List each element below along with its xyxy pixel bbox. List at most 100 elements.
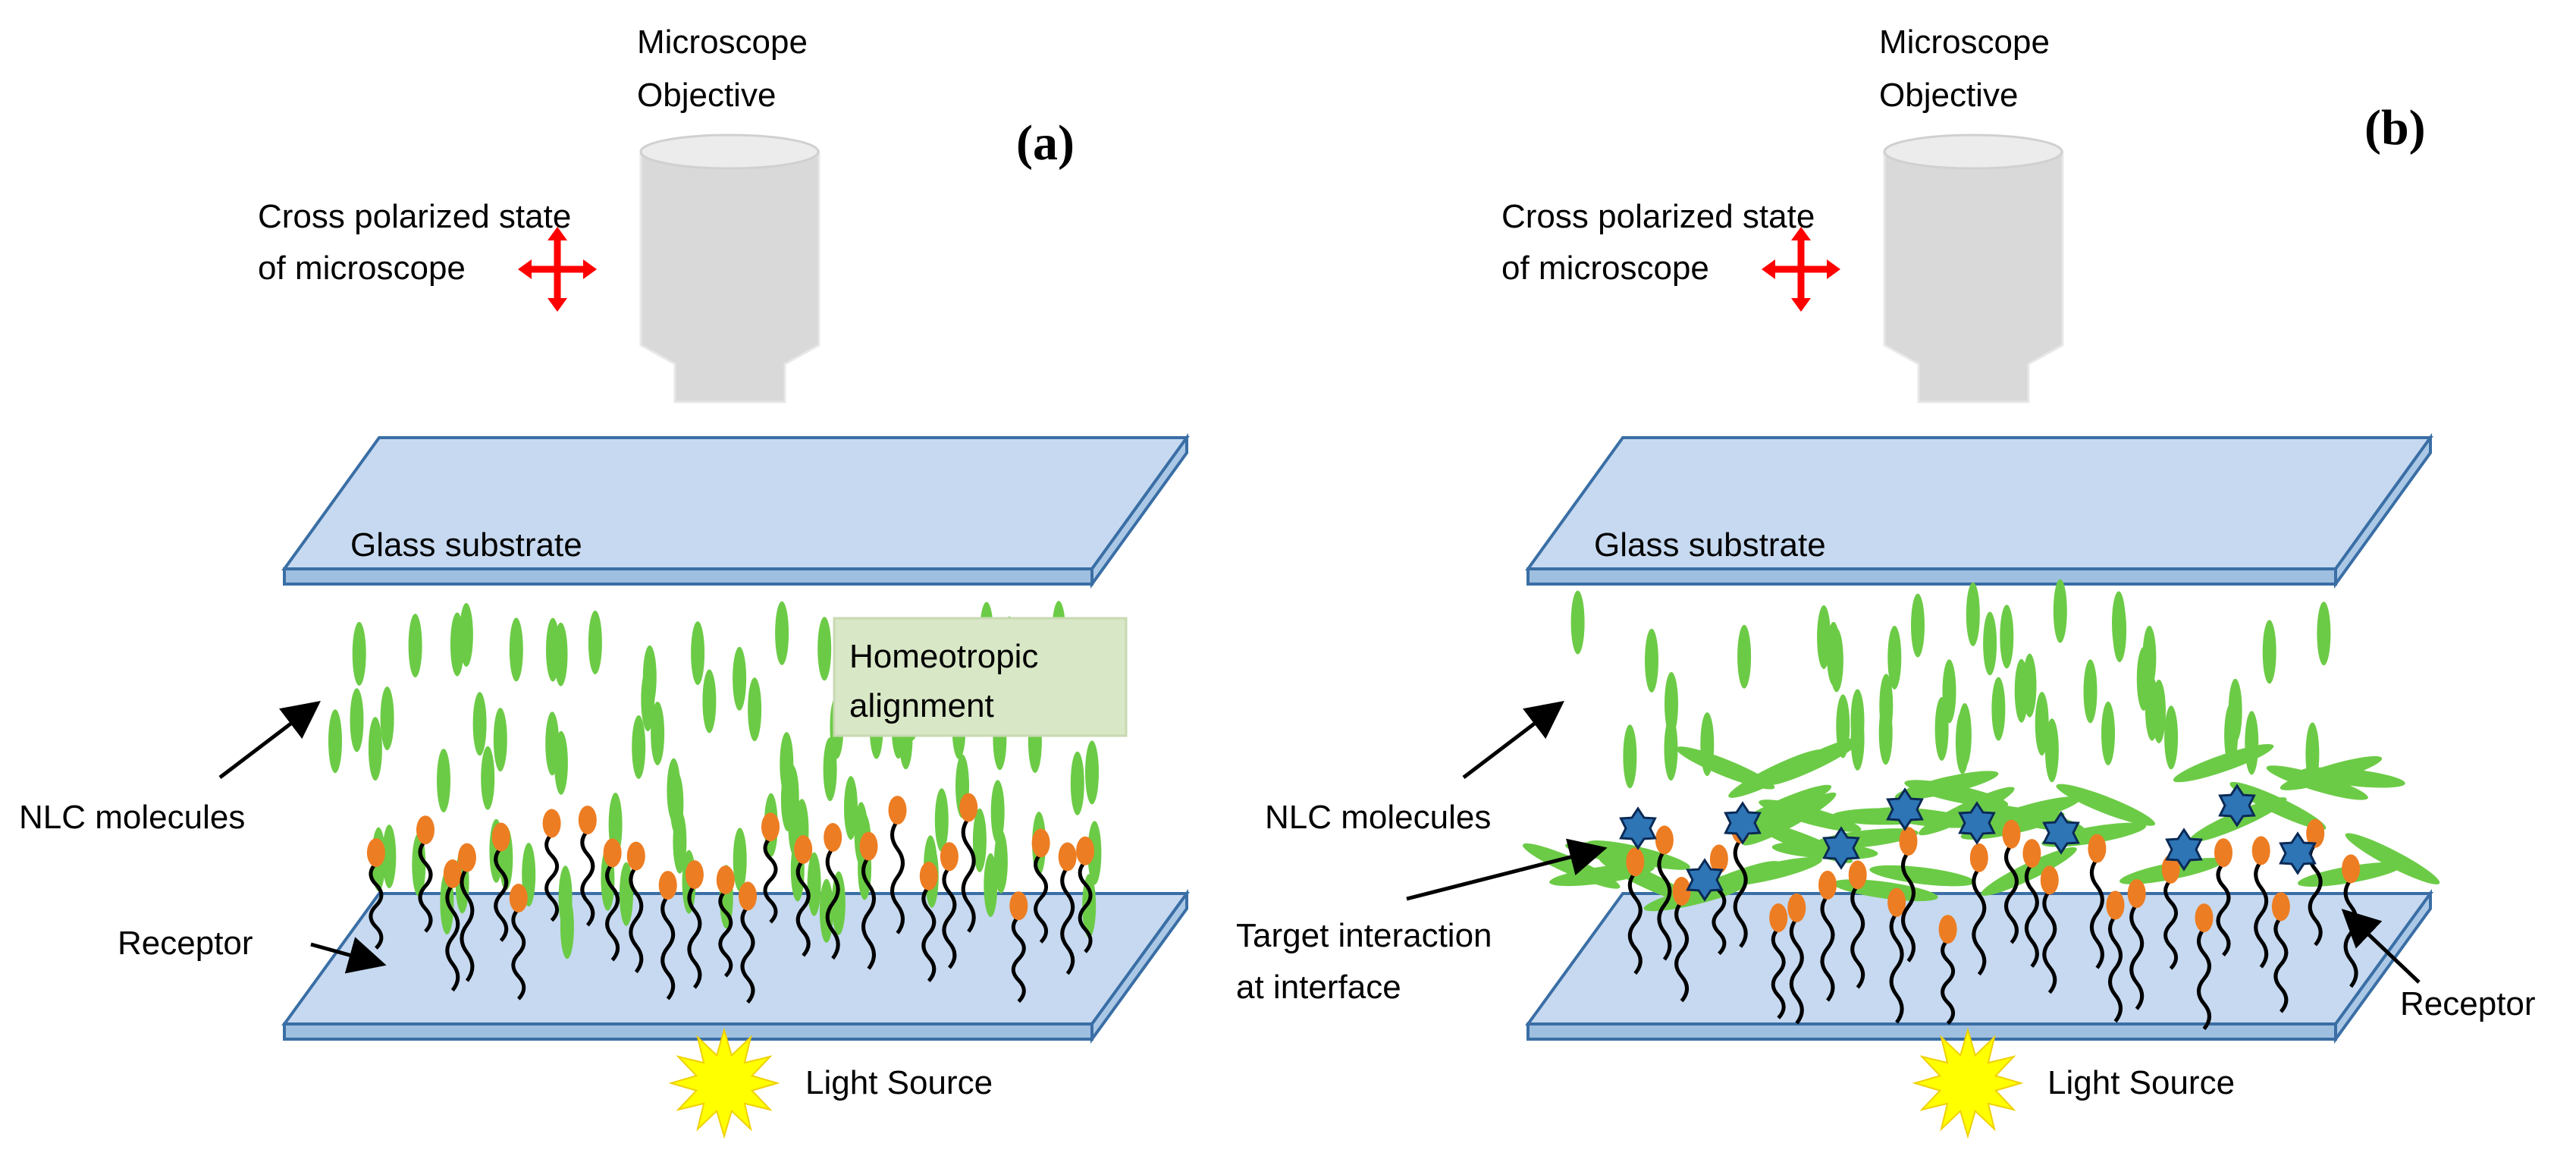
nlc-molecule bbox=[733, 646, 747, 711]
receptor-label-a: Receptor bbox=[118, 925, 253, 962]
nlc-molecule bbox=[993, 829, 1008, 894]
nlc-label-b: NLC molecules bbox=[1265, 799, 1491, 836]
nlc-molecule bbox=[817, 617, 832, 681]
receptor-tail bbox=[2024, 862, 2039, 968]
objective-label-b-line1: Microscope bbox=[1879, 24, 2050, 61]
receptor-head bbox=[685, 860, 704, 890]
nlc-molecule bbox=[437, 749, 450, 813]
receptor-tail bbox=[795, 859, 811, 957]
receptor-head bbox=[416, 815, 435, 845]
nlc-molecule bbox=[1623, 724, 1637, 789]
receptor-head bbox=[578, 806, 597, 835]
panel-label-a: (a) bbox=[1016, 115, 1075, 171]
receptor-head bbox=[491, 822, 510, 852]
nlc-molecule bbox=[2152, 680, 2166, 743]
receptor-tail bbox=[942, 865, 957, 969]
receptor-tail bbox=[1972, 867, 1987, 976]
receptor-head bbox=[1818, 870, 1837, 900]
nlc-molecule bbox=[748, 677, 762, 742]
nlc-molecule bbox=[2044, 718, 2059, 783]
receptor-tail bbox=[2197, 927, 2211, 1031]
target-star-icon bbox=[1686, 858, 1724, 902]
panel-b: (b) Microscope Objective Cross polarized… bbox=[1236, 24, 2536, 1139]
receptor-head bbox=[1076, 836, 1095, 865]
receptor-tail bbox=[1011, 915, 1026, 1004]
receptor-head bbox=[1787, 893, 1806, 922]
receptor-tail bbox=[1820, 894, 1835, 1002]
objective-label-b-line2: Objective bbox=[1879, 77, 2018, 114]
top-glass-label-b: Glass substrate bbox=[1594, 526, 1826, 564]
nlc-molecule bbox=[2083, 659, 2098, 724]
receptors-b bbox=[1626, 815, 2361, 1031]
receptor-head bbox=[2161, 854, 2180, 884]
nlc-molecule bbox=[984, 853, 998, 917]
receptor-tail bbox=[2108, 914, 2123, 1023]
nlc-molecule bbox=[352, 621, 366, 686]
homeotropic-callout-box bbox=[833, 617, 1128, 737]
receptors-a bbox=[366, 793, 1095, 1004]
nlc-molecule bbox=[2113, 598, 2127, 662]
nlc-molecule bbox=[1887, 626, 1902, 689]
receptor-tail bbox=[580, 829, 595, 927]
receptor-tail bbox=[961, 817, 976, 933]
receptor-head bbox=[1709, 844, 1728, 874]
top-glass-label-a: Glass substrate bbox=[350, 526, 582, 564]
receptor-tail bbox=[369, 862, 384, 950]
nlc-molecule bbox=[667, 758, 681, 822]
nlc-molecule bbox=[1966, 582, 1980, 646]
receptor-head bbox=[658, 871, 677, 900]
receptor-tail bbox=[763, 836, 778, 924]
receptor-head bbox=[1899, 827, 1918, 856]
receptor-head bbox=[2214, 838, 2232, 868]
light-source-icon bbox=[1912, 1027, 2024, 1139]
objective-label-a-line2: Objective bbox=[637, 77, 776, 114]
receptor-head bbox=[888, 796, 907, 825]
nlc-molecule bbox=[1869, 865, 1975, 887]
receptor-head bbox=[761, 812, 780, 842]
receptor-head bbox=[1626, 847, 1645, 877]
receptor-head bbox=[509, 884, 528, 912]
nlc-molecule bbox=[1070, 751, 1084, 815]
nlc-molecule bbox=[2164, 705, 2179, 770]
nlc-molecule bbox=[641, 667, 655, 732]
receptor-tail bbox=[1771, 927, 1786, 1019]
nlc-molecule bbox=[545, 711, 560, 776]
polarizer-label-b-line1: Cross polarized state bbox=[1501, 198, 1815, 235]
receptor-head bbox=[1938, 915, 1957, 944]
receptor-head bbox=[2022, 839, 2041, 868]
nlc-molecule bbox=[819, 878, 833, 943]
nlc-molecule bbox=[632, 715, 646, 779]
receptor-tail bbox=[1034, 852, 1049, 944]
receptor-head bbox=[2040, 865, 2059, 895]
panel-a: (a) Microscope Objective Cross polarized… bbox=[19, 24, 1190, 1139]
receptor-tail bbox=[544, 832, 560, 922]
target-star-icon bbox=[2279, 831, 2317, 875]
receptor-head bbox=[2342, 854, 2361, 884]
target-star-icon bbox=[1958, 801, 1996, 845]
nlc-label-a: NLC molecules bbox=[19, 799, 245, 836]
receptor-tail bbox=[1889, 912, 1904, 1024]
nlc-molecule bbox=[807, 852, 821, 916]
receptor-tail bbox=[2216, 862, 2231, 956]
nlc-molecule bbox=[673, 809, 687, 874]
nlc-molecule bbox=[691, 621, 705, 686]
receptor-tail bbox=[445, 883, 460, 992]
nlc-molecule bbox=[2101, 701, 2115, 765]
receptor-head bbox=[1031, 828, 1050, 858]
receptor-tail bbox=[460, 867, 475, 982]
nlc-molecule bbox=[1879, 674, 1894, 738]
nlc-molecule bbox=[1082, 874, 1097, 938]
receptor-head bbox=[1009, 891, 1028, 921]
target-star-icon bbox=[1886, 787, 1924, 831]
nlc-molecule bbox=[2345, 833, 2440, 884]
target-label-b-line2: at interface bbox=[1236, 969, 1401, 1006]
light-source-label-b: Light Source bbox=[2047, 1064, 2235, 1101]
nlc-molecule bbox=[1957, 703, 1972, 767]
nlc-molecule bbox=[1664, 717, 1678, 781]
nlc-molecule bbox=[1665, 672, 1678, 736]
nlc-molecule bbox=[560, 895, 574, 960]
receptor-tail bbox=[687, 884, 702, 989]
nlc-molecule bbox=[1765, 737, 1862, 786]
target-label-b-line1: Target interaction bbox=[1236, 917, 1492, 954]
